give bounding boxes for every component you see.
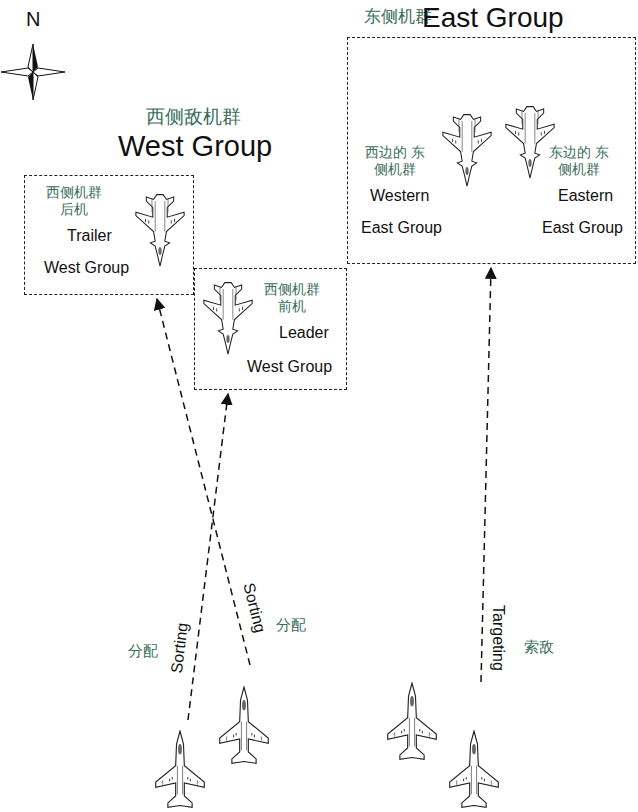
east-group-box: 东侧机群East Group西边的 东侧机群WesternEast Group东… [347,37,636,264]
friendly-jets [156,683,499,807]
arrow-label: 分配 [128,642,158,659]
node-text: 西侧机群 后机 [43,184,105,218]
node-text: Trailer [67,226,112,245]
compass-north: N [26,8,40,31]
node-text: East Group [542,218,623,237]
friendly-jet [450,731,499,807]
enemy-jet [443,115,491,187]
arrow-label: Sorting [238,579,269,637]
friendly-jet [388,683,437,759]
node-text: Eastern [558,186,613,205]
trailer-box: 西侧机群 后机 TrailerWest Group [24,175,194,295]
node-text: Western [370,186,429,205]
enemy-jet [204,283,252,355]
node-text: East Group [422,1,564,35]
friendly-jet [220,687,269,763]
group-heading: 西侧敌机群 [146,106,241,128]
arrow-label: 索敌 [524,638,554,655]
sorting-arrows [157,268,491,720]
node-text: 西侧机群 前机 [261,281,323,315]
friendly-jet [156,731,205,807]
arrow-label: Sorting [168,620,193,677]
enemy-jet [136,195,184,267]
node-text: East Group [361,218,442,237]
compass-rose [1,44,65,100]
group-heading: West Group [118,130,272,163]
node-text: Leader [279,323,329,342]
node-text: 西边的 东侧机群 [364,144,426,178]
node-text: West Group [44,258,129,277]
node-text: West Group [247,357,332,376]
arrow-label: 分配 [276,616,306,633]
arrow-label: Targeting [489,603,507,673]
node-text: 东侧机群 [364,7,432,27]
enemy-jet [506,107,554,179]
leader-box: 西侧机群 前机 LeaderWest Group [194,268,347,390]
node-text: 东边的 东侧机群 [548,144,610,178]
sorting-arrow [157,299,250,665]
